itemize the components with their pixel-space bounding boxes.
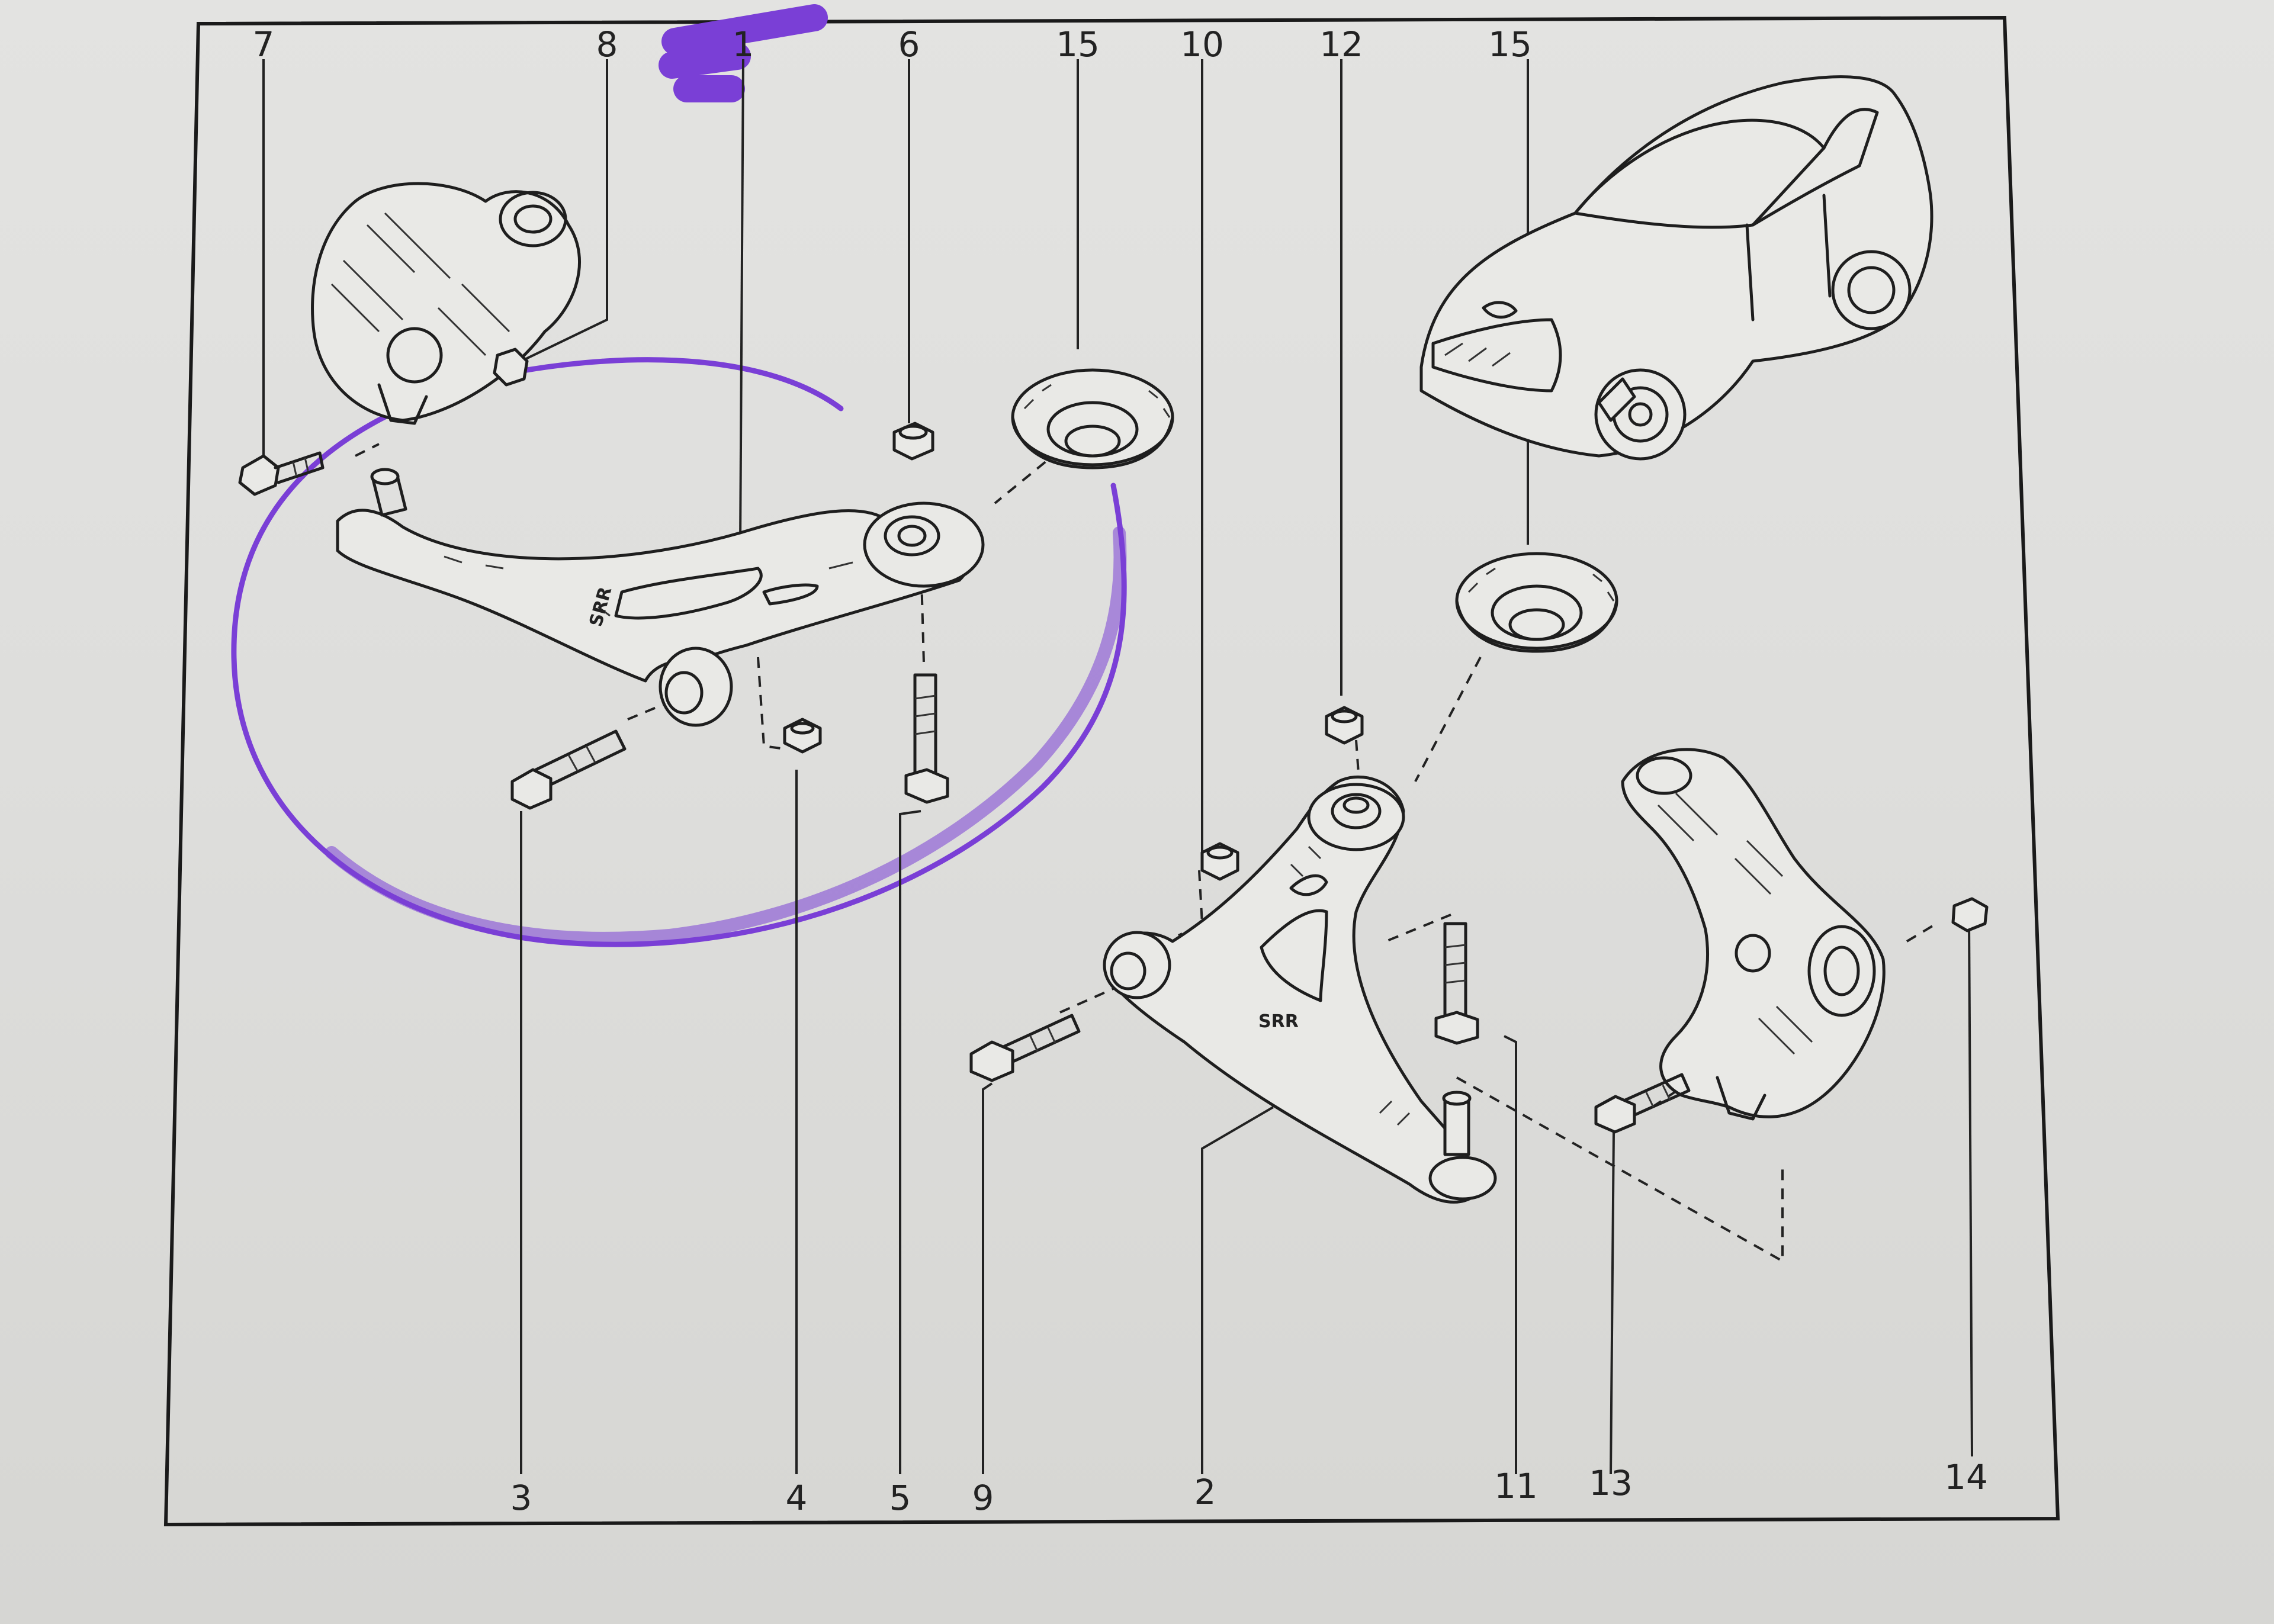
diagram-frame <box>163 15 2060 1527</box>
callout-15-lower: 15 <box>1488 24 1532 65</box>
right-steering-knuckle <box>1621 748 1886 1121</box>
nut-6 <box>892 422 934 461</box>
marker-circle-shade <box>325 526 1127 945</box>
svg-text:SRR: SRR <box>1258 1011 1299 1032</box>
bolt-9 <box>969 1014 1081 1082</box>
callout-5: 5 <box>889 1478 911 1518</box>
callout-13: 13 <box>1589 1463 1633 1503</box>
callout-12: 12 <box>1319 24 1363 65</box>
callout-3: 3 <box>510 1478 532 1518</box>
bushing-cup-15-lower <box>1455 552 1618 653</box>
nut-12 <box>1325 706 1364 745</box>
callout-8: 8 <box>596 24 618 65</box>
callout-6: 6 <box>898 24 920 65</box>
callout-14: 14 <box>1944 1457 1988 1497</box>
bolt-3 <box>510 729 627 810</box>
bolt-5 <box>904 673 949 804</box>
callout-1: 1 <box>733 24 754 65</box>
callout-15-upper: 15 <box>1056 24 1100 65</box>
nut-8 <box>493 348 529 387</box>
callout-7: 7 <box>253 24 275 65</box>
control-arm-2: SRR <box>1103 775 1497 1204</box>
bolt-13 <box>1594 1073 1691 1134</box>
bushing-cup-15-upper <box>1011 368 1174 469</box>
nut-4 <box>783 718 822 754</box>
callout-10: 10 <box>1180 24 1224 65</box>
nut-10 <box>1200 842 1239 881</box>
bolt-7 <box>238 451 325 496</box>
control-arm-1: SRR <box>336 468 985 727</box>
callout-2: 2 <box>1194 1472 1216 1512</box>
nut-14 <box>1951 897 1989 932</box>
callout-9: 9 <box>972 1478 994 1518</box>
callout-11: 11 <box>1494 1466 1538 1506</box>
marker-scribble <box>659 4 828 102</box>
callout-numbers: 7 8 1 6 15 10 12 15 3 4 5 9 2 11 13 14 <box>253 24 1988 1518</box>
bolt-11 <box>1434 922 1479 1045</box>
vehicle-location-illustration <box>1419 75 1933 461</box>
callout-4: 4 <box>786 1478 808 1518</box>
left-steering-knuckle <box>311 182 582 425</box>
